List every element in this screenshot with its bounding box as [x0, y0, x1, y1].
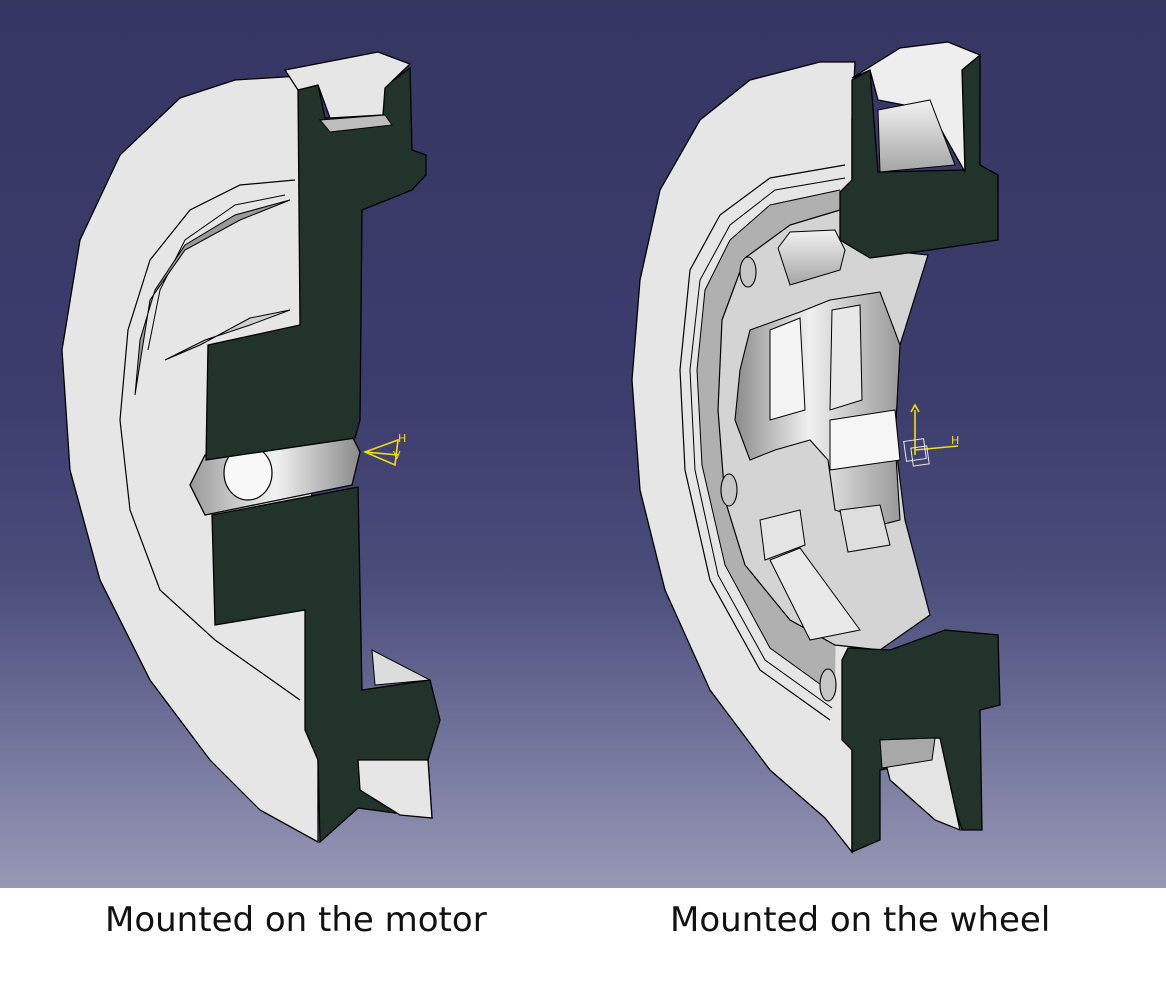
bolt-hole — [819, 668, 837, 702]
compass-axis-icon — [362, 438, 399, 467]
caption-wheel-mount: Mounted on the wheel — [670, 900, 1051, 940]
axis-label-h: H — [398, 432, 406, 445]
caption-motor-mount: Mounted on the motor — [105, 900, 487, 940]
left-3d-viewport[interactable]: H V — [0, 0, 558, 888]
axis-label-h: H — [951, 434, 959, 447]
right-3d-viewport[interactable]: H — [558, 0, 1166, 888]
axis-label-v: V — [393, 449, 401, 462]
bolt-hole — [739, 256, 757, 288]
motor-mount-part-render: H V — [61, 51, 441, 844]
section-cut-lower — [211, 486, 441, 844]
section-cut-upper — [839, 53, 999, 259]
bolt-hole — [720, 473, 738, 507]
wheel-mount-part-render: H — [631, 41, 1001, 854]
